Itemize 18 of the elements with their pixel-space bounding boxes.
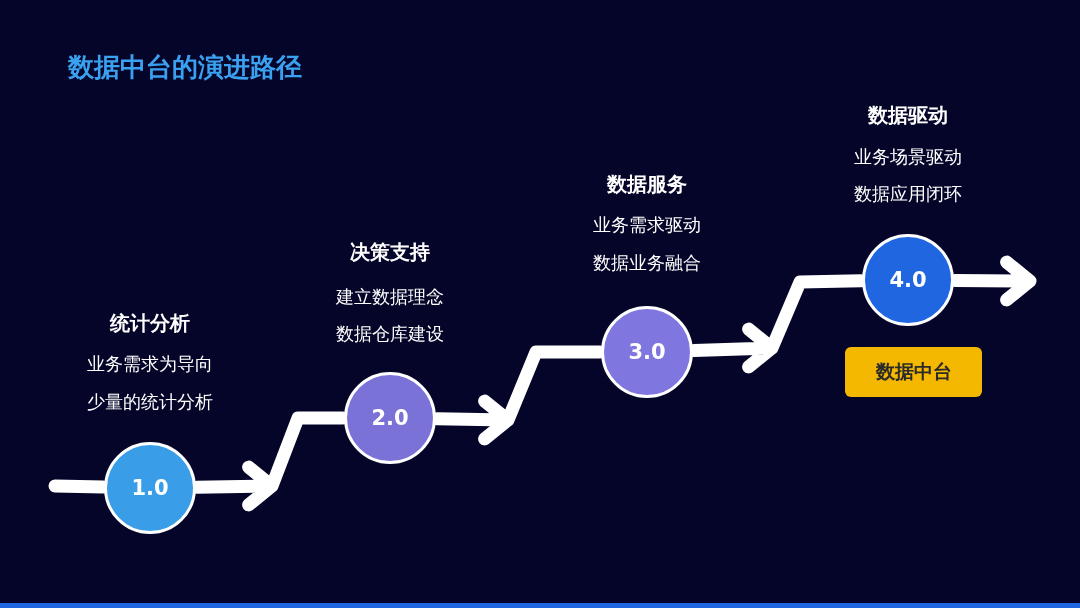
stage-description: 数据业务融合 <box>593 251 701 275</box>
stage-description: 数据应用闭环 <box>854 182 962 206</box>
version-circle: 2.0 <box>344 372 436 464</box>
stage-heading: 统计分析 <box>110 310 190 337</box>
version-circle: 3.0 <box>601 306 693 398</box>
stage-description: 业务场景驱动 <box>854 145 962 169</box>
stage-description: 建立数据理念 <box>336 285 444 309</box>
stage-description: 数据仓库建设 <box>336 322 444 346</box>
stage-heading: 数据服务 <box>607 171 687 198</box>
stage-description: 业务需求驱动 <box>593 213 701 237</box>
stage-heading: 决策支持 <box>350 239 430 266</box>
version-circle: 1.0 <box>104 442 196 534</box>
stage-heading: 数据驱动 <box>868 102 948 129</box>
label-badge: 数据中台 <box>845 347 982 397</box>
stage-description: 业务需求为导向 <box>87 352 213 376</box>
slide-title: 数据中台的演进路径 <box>68 51 302 84</box>
stage-description: 少量的统计分析 <box>87 390 213 414</box>
version-circle: 4.0 <box>862 234 954 326</box>
